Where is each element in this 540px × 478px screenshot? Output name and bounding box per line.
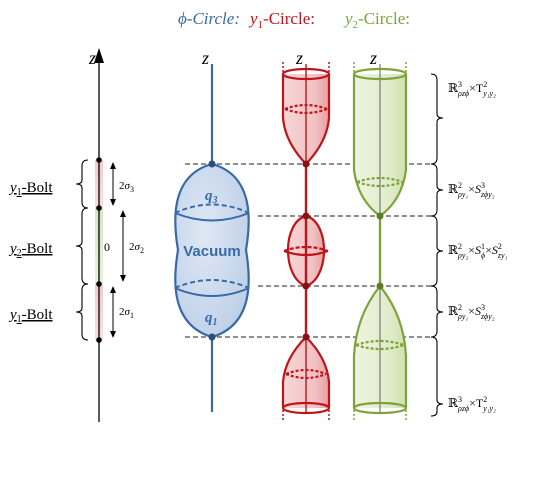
bolt-node bbox=[96, 281, 102, 287]
legend-y1-circle: y1-Circle: bbox=[248, 9, 315, 31]
y1-bottom-rim bbox=[281, 401, 331, 415]
y1-node bbox=[302, 160, 310, 168]
bolt-node bbox=[96, 157, 102, 163]
phi-node-bottom bbox=[208, 333, 216, 341]
region-brace-4 bbox=[430, 285, 444, 338]
region-brace-5 bbox=[430, 336, 444, 417]
y2-node bbox=[376, 282, 384, 290]
y1-z-label: z bbox=[295, 48, 303, 68]
y1-bottom-cup-back-ring bbox=[285, 368, 327, 376]
bolt-node bbox=[96, 205, 102, 211]
y1-circle-column: z bbox=[281, 48, 331, 421]
y1-node bbox=[302, 333, 310, 341]
bolt-brace-middle bbox=[75, 207, 89, 285]
y2-bottom-cup-outline bbox=[352, 285, 408, 408]
phi-node-top bbox=[208, 160, 216, 168]
y1-bulb-back-ring bbox=[283, 245, 329, 253]
sigma2-label: 2σ2 bbox=[129, 241, 144, 255]
vacuum-lower-front-ellipse bbox=[174, 287, 250, 297]
region-brace-1 bbox=[430, 73, 444, 165]
region-braces bbox=[430, 73, 444, 417]
legend-y2-circle: y2-Circle: bbox=[343, 9, 410, 31]
q1-label: q1 bbox=[205, 310, 218, 328]
legend-phi-circle: ϕ-Circle: bbox=[178, 9, 240, 28]
sigma3-label: 2σ3 bbox=[119, 180, 134, 194]
vacuum-lower-back-ellipse bbox=[174, 279, 250, 289]
sigma1-label: 2σ1 bbox=[119, 306, 134, 320]
bolt-brace-top bbox=[75, 159, 89, 209]
y1-top-cup-back-ring bbox=[284, 103, 328, 111]
phi-z-label: z bbox=[201, 48, 209, 68]
region-brace-2 bbox=[430, 163, 444, 217]
vacuum-label: Vacuum bbox=[183, 243, 241, 260]
y2-top-cup-front-ring bbox=[356, 180, 404, 188]
y1-node bbox=[302, 282, 310, 290]
zero-label: 0 bbox=[104, 240, 110, 254]
y2-bottom-rim bbox=[352, 401, 408, 415]
y1-bottom-cup-outline bbox=[281, 336, 331, 408]
z-axis-arrow-icon bbox=[94, 48, 104, 63]
bolt-brace-bottom bbox=[75, 283, 89, 341]
legend: ϕ-Circle: y1-Circle: y2-Circle: bbox=[178, 9, 410, 31]
y1-top-cup-front-ring bbox=[284, 107, 328, 115]
bolt-axis: z 0 2σ3 2σ2 2σ1 y1-Bolt y2-Bolt y1-Bolt bbox=[8, 48, 144, 422]
bolt-label-y1-bottom: y1-Bolt bbox=[8, 307, 53, 325]
phi-circle-column: z Vacuum q3 q1 bbox=[174, 48, 250, 412]
bolt-label-y2: y2-Bolt bbox=[8, 241, 53, 259]
y1-bulb-front-ring bbox=[283, 249, 329, 257]
bolt-node bbox=[96, 337, 102, 343]
bolt-label-y1-top: y1-Bolt bbox=[8, 180, 53, 198]
y1-node bbox=[302, 212, 310, 220]
region-brace-3 bbox=[430, 215, 444, 287]
y2-circle-column: z bbox=[352, 48, 408, 421]
y2-node bbox=[376, 212, 384, 220]
z-axis-label: z bbox=[88, 48, 96, 68]
vacuum-upper-front-ellipse bbox=[174, 212, 250, 222]
y1-bottom-cup-front-ring bbox=[285, 372, 327, 380]
y2-top-cup-back-ring bbox=[356, 176, 404, 184]
y2-z-label: z bbox=[369, 48, 377, 68]
q3-label: q3 bbox=[205, 188, 218, 206]
